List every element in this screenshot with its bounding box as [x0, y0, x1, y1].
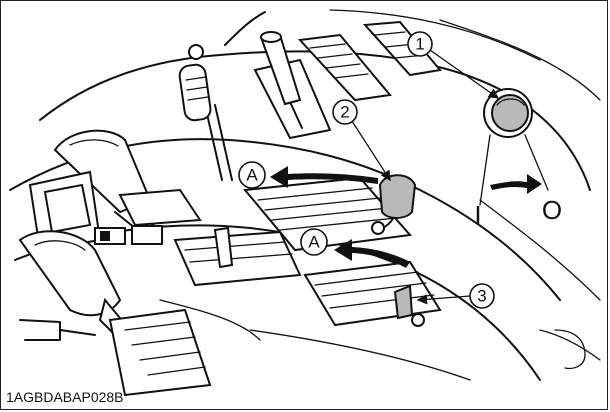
callout-leaders — [349, 49, 549, 305]
callout-1: 1 — [407, 31, 433, 57]
callout-3: 3 — [469, 283, 495, 309]
hand-throttle-lever — [178, 11, 266, 181]
switch-off-label: O — [542, 195, 562, 225]
label-a-upper: A — [238, 161, 266, 189]
switch-knob-1 — [483, 88, 533, 138]
callout-2: 2 — [332, 99, 358, 125]
label-a-lower: A — [300, 228, 328, 256]
label-a-upper-text: A — [246, 166, 258, 185]
callout-3-label: 3 — [477, 287, 486, 306]
center-console-lever — [173, 226, 302, 287]
direction-arrow-lower — [334, 239, 410, 268]
label-a-lower-text: A — [308, 233, 320, 252]
figure-code: 1AGBDABAP028B — [6, 389, 124, 405]
callout-1-label: 1 — [415, 35, 424, 54]
lever-knob-2 — [371, 174, 417, 235]
upper-vent-slots — [297, 20, 442, 102]
direction-arrow-upper — [270, 166, 378, 188]
shift-lever-with-slot — [253, 31, 332, 140]
switch-rotation-arrow — [490, 174, 542, 194]
switch-on-label: I — [474, 200, 481, 230]
pto-lever-plate — [243, 176, 412, 252]
callout-2-label: 2 — [340, 103, 349, 122]
range-shift-lever-boot — [18, 230, 212, 397]
lever-3-plate — [303, 260, 442, 327]
